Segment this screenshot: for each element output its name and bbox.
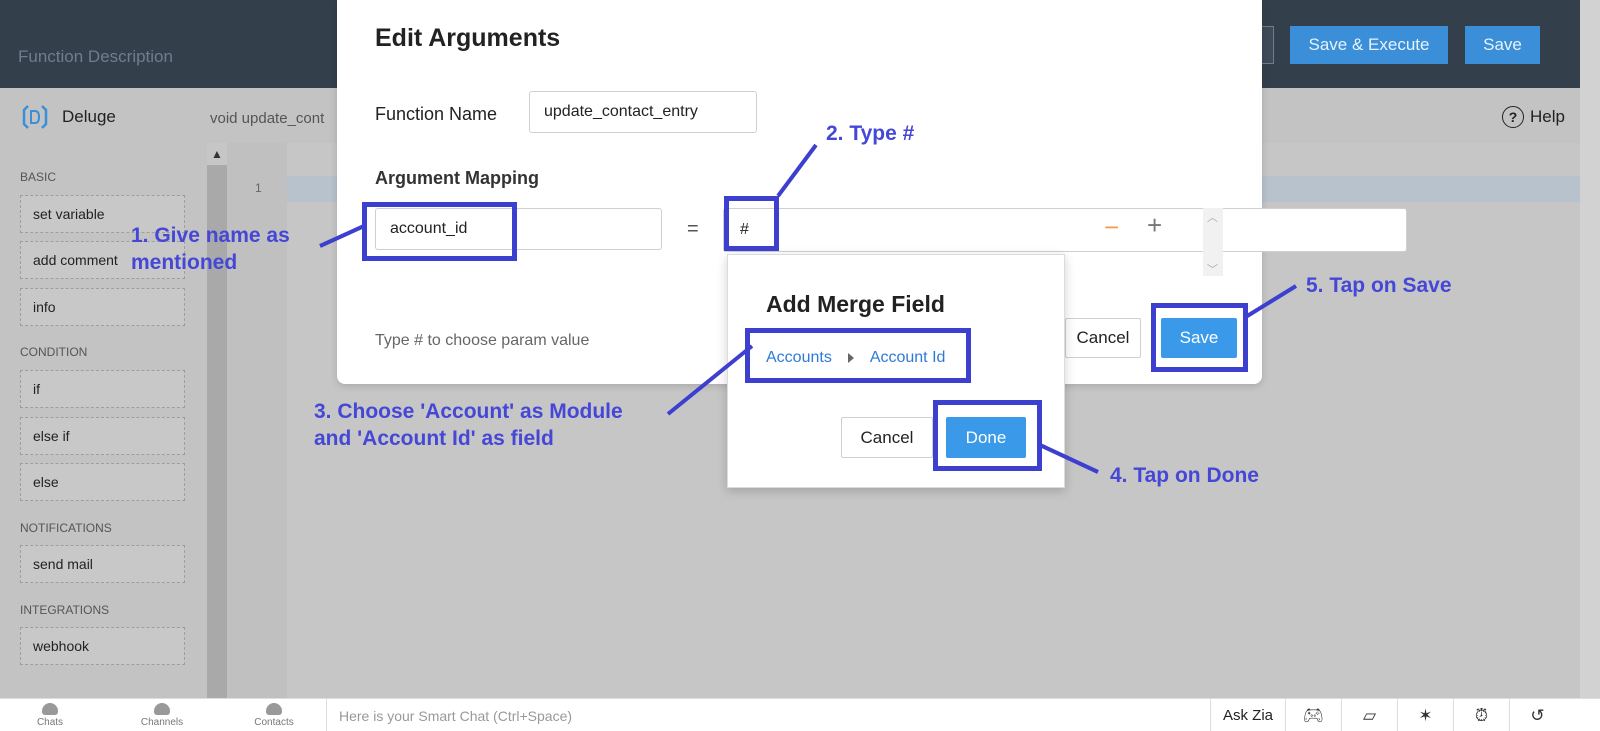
field-link-account-id[interactable]: Account Id	[869, 349, 946, 366]
function-description-field[interactable]: Function Description	[18, 47, 173, 66]
sidebar-scroll-up-icon[interactable]: ▲	[207, 143, 227, 165]
function-signature: void update_cont	[210, 110, 325, 127]
sidebar-scrollbar[interactable]	[207, 143, 227, 698]
module-link-accounts[interactable]: Accounts	[766, 349, 832, 366]
sidebar-item-webhook[interactable]: webhook	[20, 627, 185, 665]
language-label: Deluge	[62, 107, 116, 126]
param-hint: Type # to choose param value	[375, 332, 590, 349]
popup-done-button[interactable]: Done	[946, 417, 1026, 458]
caret-right-icon	[847, 353, 854, 363]
annotation-step-4: 4. Tap on Done	[1110, 464, 1259, 487]
highlight-merge-field	[745, 328, 971, 383]
help-label: Help	[1530, 107, 1565, 126]
add-merge-field-popup: Add Merge Field Accounts Account Id Canc…	[727, 254, 1065, 488]
argument-mapping-label: Argument Mapping	[375, 168, 539, 188]
sidebar-item-add-comment[interactable]: add comment	[20, 241, 185, 279]
bottom-bar: Chats Channels Contacts Here is your Sma…	[0, 698, 1600, 731]
function-name-input[interactable]	[529, 91, 757, 133]
zia-icon[interactable]: ✶	[1397, 699, 1453, 731]
annotation-step-1: 1. Give name as mentioned	[131, 224, 290, 274]
smart-chat-input[interactable]: Here is your Smart Chat (Ctrl+Space)	[326, 699, 1210, 731]
sidebar-heading-basic: BASIC	[20, 170, 57, 184]
notes-icon[interactable]: ▱	[1341, 699, 1397, 731]
merge-field-breadcrumb: Accounts Account Id	[766, 349, 945, 367]
highlight-done-button	[933, 400, 1042, 471]
help-link[interactable]: ? Help	[1502, 106, 1565, 128]
deluge-icon	[22, 105, 48, 129]
popup-cancel-button[interactable]: Cancel	[841, 417, 933, 458]
sidebar-item-else-if[interactable]: else if	[20, 417, 185, 455]
ask-zia-button[interactable]: Ask Zia	[1210, 699, 1285, 731]
statement-sidebar: BASIC set variable add comment info COND…	[0, 143, 207, 698]
group-icon	[154, 703, 170, 715]
sidebar-heading-condition: CONDITION	[20, 345, 88, 359]
argument-list-scrollbar[interactable]	[1203, 208, 1223, 276]
sidebar-heading-notifications: NOTIFICATIONS	[20, 521, 112, 535]
function-name-label: Function Name	[375, 104, 498, 124]
history-icon[interactable]: ↺	[1509, 699, 1565, 731]
equals-sign: =	[687, 218, 699, 240]
sidebar-item-else[interactable]: else	[20, 463, 185, 501]
sidebar-item-send-mail[interactable]: send mail	[20, 545, 185, 583]
chat-bubble-icon	[42, 703, 58, 715]
page-scrollbar[interactable]	[1580, 0, 1600, 698]
argument-name-input[interactable]	[375, 208, 662, 250]
annotation-step-5: 5. Tap on Save	[1306, 274, 1452, 297]
highlight-argument-name	[362, 202, 517, 261]
tab-contacts[interactable]: Contacts	[224, 699, 324, 731]
modal-cancel-button[interactable]: Cancel	[1065, 318, 1141, 358]
sidebar-heading-integrations: INTEGRATIONS	[20, 603, 110, 617]
alarm-icon[interactable]: ⏰︎	[1453, 699, 1509, 731]
header-save-button[interactable]: Save	[1465, 26, 1540, 64]
line-gutter	[227, 143, 287, 698]
highlight-save-button	[1151, 303, 1248, 372]
chevron-down-icon[interactable]: ﹀	[1207, 264, 1218, 276]
tab-chats[interactable]: Chats	[0, 699, 100, 731]
gamepad-icon[interactable]: 🎮︎	[1285, 699, 1341, 731]
chevron-up-icon[interactable]: ︿	[1207, 212, 1218, 224]
sidebar-item-info[interactable]: info	[20, 288, 185, 326]
save-execute-button[interactable]: Save & Execute	[1290, 26, 1448, 64]
modal-save-button[interactable]: Save	[1161, 318, 1237, 358]
sidebar-item-set-variable[interactable]: set variable	[20, 195, 185, 233]
popup-title: Add Merge Field	[766, 291, 945, 317]
tab-channels[interactable]: Channels	[112, 699, 212, 731]
line-number: 1	[255, 181, 262, 195]
sidebar-item-if[interactable]: if	[20, 370, 185, 408]
modal-title: Edit Arguments	[375, 24, 561, 52]
person-icon	[266, 703, 282, 715]
annotation-step-3: 3. Choose 'Account' as Module and 'Accou…	[314, 400, 623, 450]
help-icon: ?	[1502, 106, 1524, 128]
remove-argument-icon[interactable]: −	[1104, 212, 1120, 242]
highlight-hash-input	[724, 196, 779, 251]
add-argument-icon[interactable]: +	[1147, 210, 1163, 240]
annotation-step-2: 2. Type #	[826, 122, 915, 145]
argument-value-input[interactable]	[723, 208, 1407, 252]
